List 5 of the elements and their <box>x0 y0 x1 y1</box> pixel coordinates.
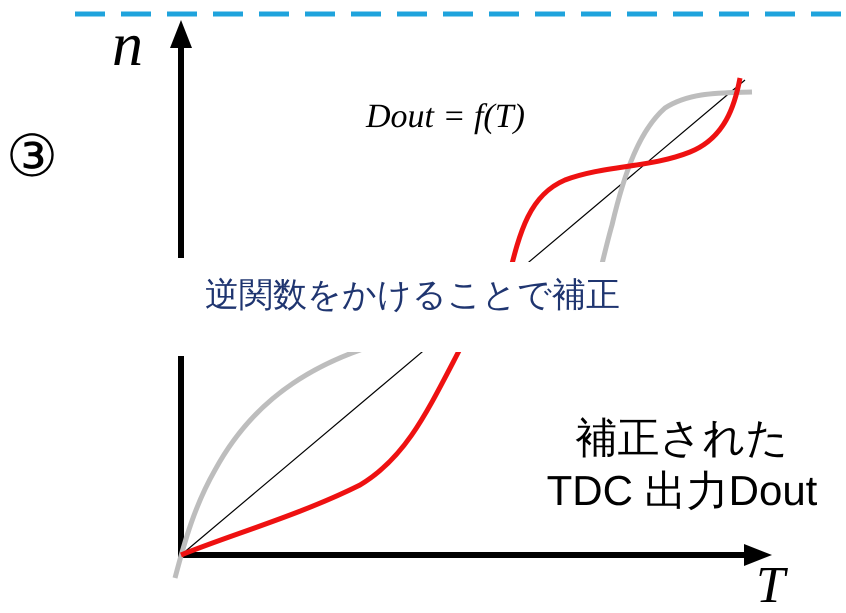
annotation-text: 補正された TDC 出力Dout <box>546 413 818 516</box>
step-number: ③ <box>6 128 58 186</box>
annotation-text: 逆関数をかけることで補正 <box>205 278 620 312</box>
axis-label: n <box>112 14 143 76</box>
formula-text: Dout = f(T) <box>366 100 525 134</box>
